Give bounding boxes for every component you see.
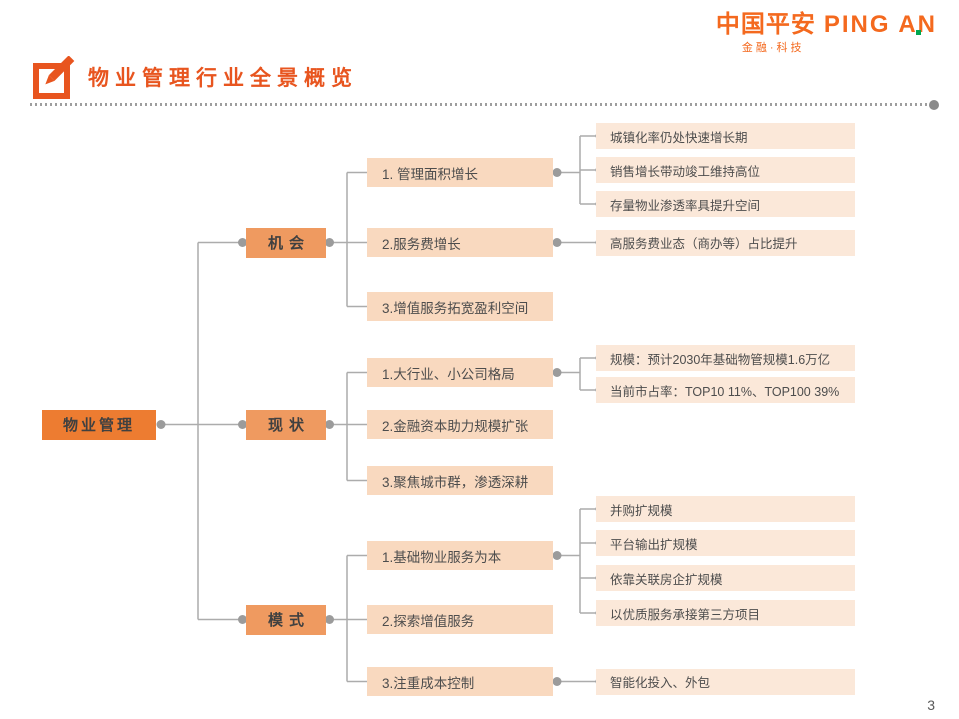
- item-basic-property-service: 1.基础物业服务为本: [367, 541, 553, 570]
- item-managed-area-growth: 1. 管理面积增长: [367, 158, 553, 187]
- item-financial-capital-expansion: 2.金融资本助力规模扩张: [367, 410, 553, 439]
- divider-end-dot: [929, 100, 939, 110]
- logo-green-accent: [916, 30, 921, 35]
- leaf-quality-third-party-projects: 以优质服务承接第三方项目: [596, 600, 855, 626]
- item-city-cluster-focus: 3.聚焦城市群，渗透深耕: [367, 466, 553, 495]
- title-divider: [30, 103, 928, 106]
- leaf-high-fee-formats-share: 高服务费业态（商办等）占比提升: [596, 229, 855, 256]
- item-service-fee-growth: 2.服务费增长: [367, 228, 553, 257]
- leaf-stock-penetration-space: 存量物业渗透率具提升空间: [596, 191, 855, 217]
- leaf-sales-completion-high: 销售增长带动竣工维持高位: [596, 157, 855, 183]
- leaf-urbanization-growth: 城镇化率仍处快速增长期: [596, 123, 855, 149]
- pingan-logo: 中国平安 PING AN 金融·科技: [716, 13, 937, 54]
- leaf-smart-investment-outsourcing: 智能化投入、外包: [596, 668, 855, 695]
- leaf-scale-2030-forecast: 规模：预计2030年基础物管规模1.6万亿: [596, 345, 855, 371]
- leaf-platform-output-scale: 平台输出扩规模: [596, 530, 855, 556]
- leaf-mna-scale: 并购扩规模: [596, 496, 855, 522]
- logo-en: PING AN: [823, 11, 937, 38]
- leaf-market-share-top10-top100: 当前市占率：TOP10 11%、TOP100 39%: [596, 377, 855, 403]
- root-node-property-management: 物业管理: [42, 409, 156, 440]
- item-big-industry-small-companies: 1.大行业、小公司格局: [367, 358, 553, 387]
- logo-zh: 中国平安: [715, 11, 816, 38]
- logo-text: 中国平安 PING AN: [716, 13, 937, 37]
- item-explore-value-added-services: 2.探索增值服务: [367, 605, 553, 634]
- page-title: 物业管理行业全景概览: [88, 67, 358, 90]
- branch-node-model: 模式: [246, 604, 326, 635]
- pencil-icon: [33, 55, 77, 105]
- item-value-added-profit-space: 3.增值服务拓宽盈利空间: [367, 292, 553, 321]
- page-number: 3: [927, 697, 935, 713]
- logo-tagline: 金融·科技: [741, 42, 805, 54]
- item-cost-control: 3.注重成本控制: [367, 667, 553, 696]
- leaf-related-developer-scale: 依靠关联房企扩规模: [596, 565, 855, 591]
- branch-node-status: 现状: [246, 409, 326, 440]
- branch-node-opportunity: 机会: [246, 227, 326, 258]
